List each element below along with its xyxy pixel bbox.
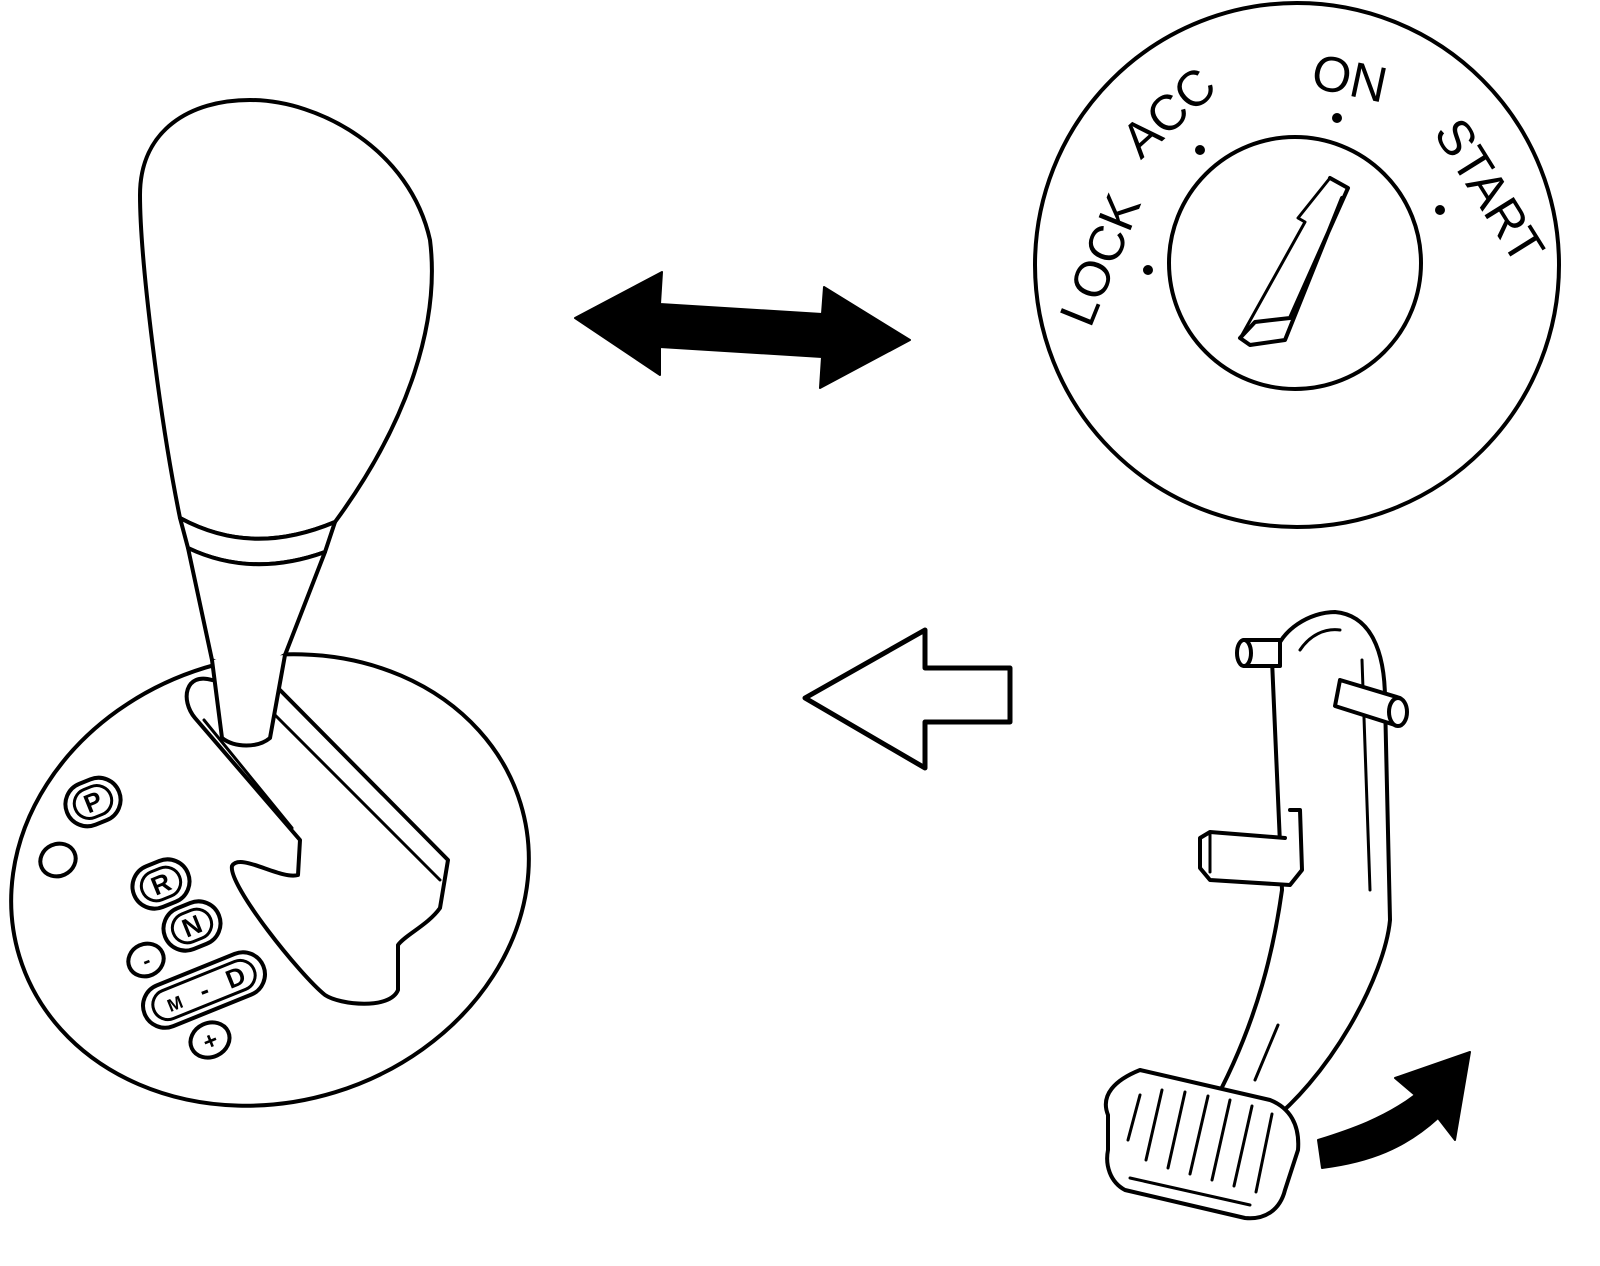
ignition-switch: LOCK ACC ON START [1033, 1, 1561, 529]
brake-pad-grip-lines [1126, 1088, 1274, 1207]
shift-lever-rod [210, 653, 287, 748]
gate-badge-p: P [63, 775, 123, 829]
brake-pedal [1103, 610, 1471, 1221]
brake-pivot-pin-end [1235, 638, 1253, 668]
brake-side-pin-end [1387, 696, 1409, 728]
press-direction-arrow-icon [1317, 1051, 1471, 1169]
shift-lever-assembly: P R N - M - D + [9, 98, 531, 1108]
key-slot-icon [1238, 176, 1350, 347]
ignition-dot-on [1332, 113, 1342, 123]
gate-badge-md: M - D [141, 950, 267, 1030]
shift-lever-shaft [186, 546, 327, 669]
gate-label-m: M [164, 992, 185, 1016]
shifter-slot-inner [268, 708, 442, 882]
brake-bracket [1198, 808, 1304, 887]
shifter-slot-inner-2 [202, 718, 294, 830]
shift-mark-minus-1: - [126, 941, 166, 979]
brake-arm-highlight-3 [1253, 1023, 1280, 1082]
brake-pedal-pad [1103, 1068, 1301, 1221]
double-arrow-icon [574, 271, 911, 389]
brake-arm-highlight [1298, 628, 1342, 652]
ignition-dot-start [1435, 205, 1445, 215]
shift-mark-plus: + [188, 1020, 232, 1060]
shifter-gate-slot [184, 676, 450, 1006]
key-slot-edge [1240, 176, 1332, 337]
shift-indicator-dot [38, 841, 78, 879]
ignition-dot-lock [1143, 265, 1153, 275]
shift-knob [138, 98, 434, 541]
gate-badge-r: R [130, 857, 192, 911]
gate-badge-n: N [161, 899, 223, 953]
left-arrow-icon [802, 627, 1013, 771]
ignition-key-cylinder [1167, 135, 1423, 391]
ignition-dot-acc [1195, 145, 1205, 155]
